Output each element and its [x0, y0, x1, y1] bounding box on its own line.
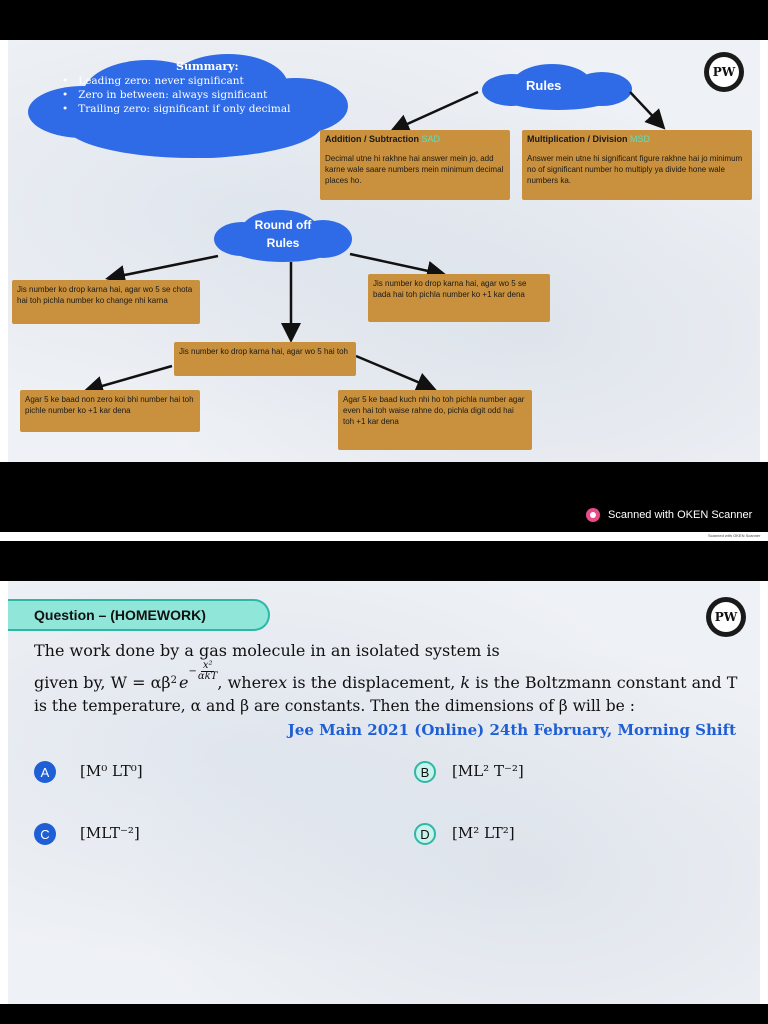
arrow: [355, 354, 437, 392]
option-a-text[interactable]: [M⁰ LT⁰]: [80, 762, 143, 780]
multiplication-division-box: Multiplication / Division MSD Answer mei…: [522, 130, 752, 200]
summary-list: • Leading zero: never significant • Zero…: [62, 74, 290, 116]
option-b-text[interactable]: [ML² T⁻²]: [452, 762, 524, 780]
middle-black-bar: Scanned with OKEN Scanner: [0, 462, 768, 532]
arrows-layer: [83, 90, 666, 396]
oken-scanner-icon: [586, 508, 600, 522]
summary-item: • Zero in between: always significant: [62, 89, 268, 101]
option-c-circle[interactable]: C: [34, 823, 56, 845]
scanner-badge: Scanned with OKEN Scanner: [586, 508, 752, 522]
option-b-circle[interactable]: B: [414, 761, 436, 783]
arrow: [105, 254, 219, 285]
slide-significant-figures: Summary: • Leading zero: never significa…: [8, 40, 760, 462]
question-line-3: is the temperature, α and β are constant…: [34, 697, 635, 715]
rules-label: Rules: [526, 78, 562, 93]
summary-item: • Trailing zero: significant if only dec…: [62, 103, 291, 115]
exponent-fraction: − x² αkT: [188, 660, 218, 682]
arrow: [83, 364, 173, 396]
slide-question: Question – (HOMEWORK) PW The work done b…: [8, 581, 760, 1004]
nothing-after-5-box: Agar 5 ke baad kuch nhi ho toh pichla nu…: [338, 390, 532, 450]
rules-cloud: Rules: [482, 64, 632, 110]
bottom-black-bar: [0, 1004, 768, 1024]
top-black-bar: [0, 0, 768, 40]
banner-text: Question – (HOMEWORK): [34, 607, 206, 623]
scanner-label: Scanned with OKEN Scanner: [608, 509, 753, 521]
less-than-5-box: Jis number ko drop karna hai, agar wo 5 …: [12, 280, 200, 324]
option-d-text[interactable]: [M² LT²]: [452, 824, 515, 842]
greater-than-5-box: Jis number ko drop karna hai, agar wo 5 …: [368, 274, 550, 322]
arrow: [389, 90, 479, 133]
roundoff-label: Round off Rules: [254, 218, 312, 250]
pw-logo: PW: [706, 597, 746, 637]
nonzero-after-5-box: Agar 5 ke baad non zero koi bhi number h…: [20, 390, 200, 432]
addition-subtraction-box: Addition / Subtraction SAD Decimal utne …: [320, 130, 510, 200]
question-line-1: The work done by a gas molecule in an is…: [34, 641, 500, 660]
arrow: [629, 91, 666, 130]
slide2-top-black-bar: [0, 541, 768, 581]
option-c-text[interactable]: [MLT⁻²]: [80, 824, 140, 842]
summary-title: Summary:: [176, 60, 239, 73]
pw-logo: PW: [704, 52, 744, 92]
exam-source: Jee Main 2021 (Online) 24th February, Mo…: [287, 721, 736, 739]
multiplication-body: Answer mein utne hi significant figure r…: [527, 154, 743, 185]
summary-item: • Leading zero: never significant: [62, 75, 244, 87]
option-a-circle[interactable]: A: [34, 761, 56, 783]
equal-to-5-box: Jis number ko drop karna hai, agar wo 5 …: [174, 342, 356, 376]
roundoff-cloud: Round off Rules: [214, 210, 352, 262]
option-d-circle[interactable]: D: [414, 823, 436, 845]
msd-tag: MSD: [630, 134, 651, 144]
small-scanner-watermark: Scanned with OKEN Scanner: [708, 533, 761, 538]
addition-body: Decimal utne hi rakhne hai answer mein j…: [325, 154, 504, 185]
arrow: [349, 252, 447, 281]
sad-tag: SAD: [421, 134, 441, 144]
addition-heading: Addition / Subtraction SAD: [325, 134, 441, 144]
summary-cloud: Summary: • Leading zero: never significa…: [28, 48, 348, 160]
multiplication-heading: Multiplication / Division MSD: [527, 134, 651, 144]
question-banner: Question – (HOMEWORK): [8, 599, 270, 631]
